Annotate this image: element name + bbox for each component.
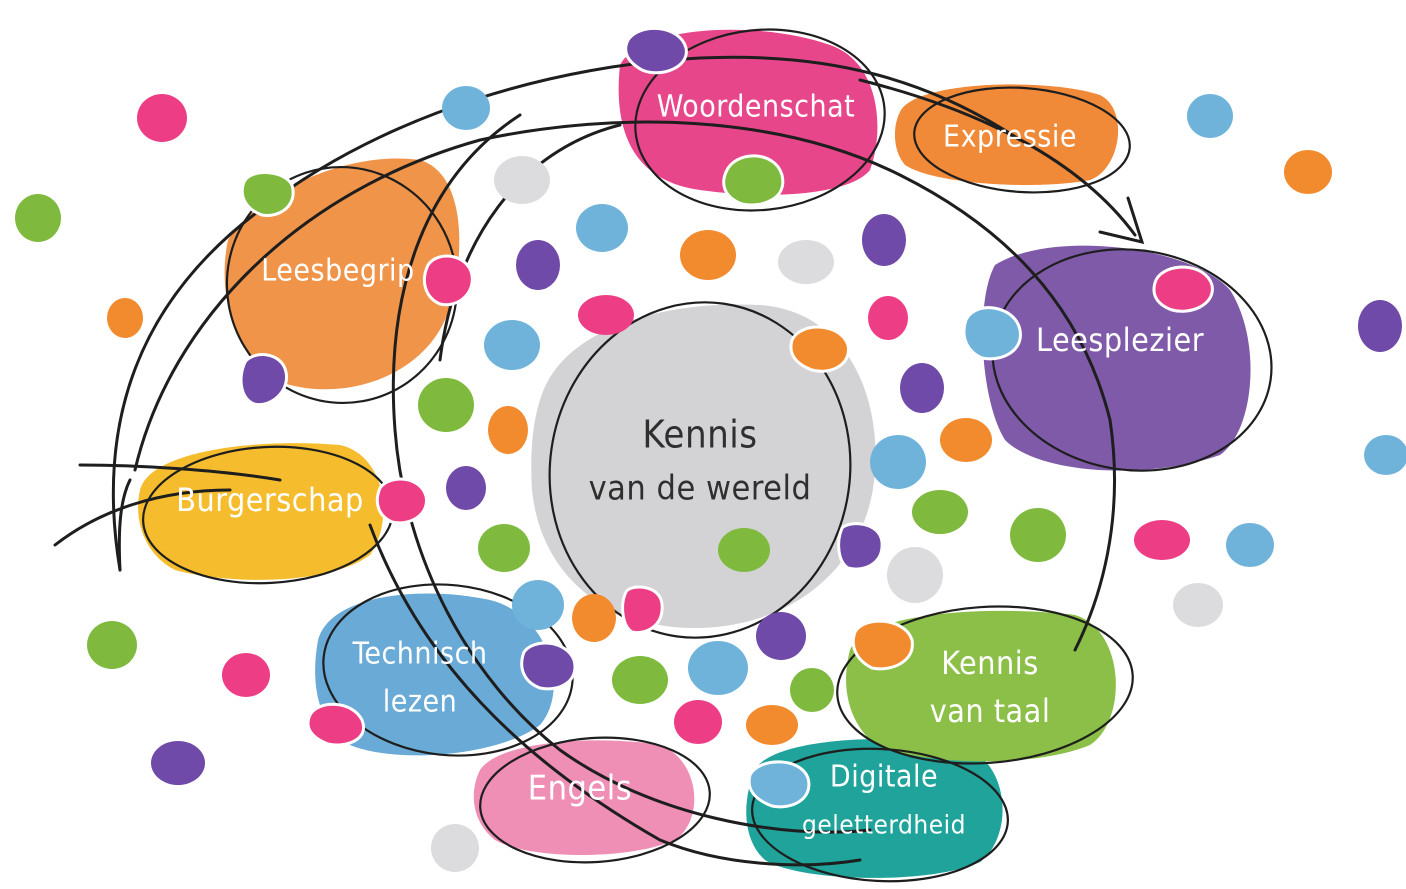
confetti-dot <box>418 378 474 432</box>
confetti-dot <box>151 741 205 785</box>
dot-pink-leesplezier <box>1152 265 1214 313</box>
confetti-dot <box>107 298 143 338</box>
confetti-dot <box>494 156 550 204</box>
confetti-dot <box>488 406 528 454</box>
confetti-dot <box>478 524 530 572</box>
confetti-dot <box>746 705 798 745</box>
spiral-mid <box>133 120 1116 652</box>
label-digitale: Digitale <box>830 760 938 795</box>
spiral-inner-2 <box>438 123 622 362</box>
confetti-dot <box>572 594 616 642</box>
confetti <box>15 86 1406 872</box>
confetti-dot <box>516 240 560 290</box>
spiral-lower <box>368 523 862 867</box>
dot-purple-technisch <box>520 641 577 691</box>
label-burgerschap: Burgerschap <box>176 481 364 519</box>
label-lezen: lezen <box>383 685 458 720</box>
tail-2 <box>53 488 232 547</box>
label-leesbegrip: Leesbegrip <box>261 254 414 289</box>
confetti-dot <box>940 418 992 462</box>
dot-orange-kennis-taal <box>851 619 914 671</box>
dot-pink-burgerschap <box>375 477 428 525</box>
confetti-dot <box>442 86 490 130</box>
confetti-dot <box>756 612 806 660</box>
confetti-dot <box>484 320 540 370</box>
blob-leesbegrip <box>224 158 460 390</box>
dot-purple-leesbegrip <box>239 353 288 407</box>
confetti-dot <box>1364 435 1406 475</box>
label-woordenschat: Woordenschat <box>657 90 856 125</box>
dot-purple-center <box>837 522 884 571</box>
blob-burgerschap <box>138 443 384 580</box>
blob-center <box>531 304 876 629</box>
confetti-dot <box>612 656 668 704</box>
label-engels: Engels <box>528 769 632 809</box>
tail-1 <box>78 463 282 482</box>
confetti-dot <box>15 194 61 242</box>
dot-pink-technisch <box>306 702 365 747</box>
confetti-dot <box>1010 508 1066 562</box>
label-kennis: Kennis <box>941 644 1039 682</box>
blob-woordenschat <box>618 29 878 195</box>
confetti-dot <box>870 435 926 489</box>
dot-blue-leesplezier <box>962 306 1022 361</box>
confetti-dot <box>1173 583 1223 627</box>
confetti-dot <box>790 668 834 712</box>
confetti-dot <box>512 580 564 630</box>
label-leesplezier: Leesplezier <box>1036 321 1204 359</box>
label-geletterdheid: geletterdheid <box>802 811 966 841</box>
confetti-dot <box>862 214 906 266</box>
dot-green-leesbegrip <box>240 171 295 217</box>
confetti-dot <box>1226 523 1274 567</box>
confetti-dot <box>578 295 634 335</box>
confetti-dot <box>688 641 748 695</box>
spiral-arrow-line <box>858 78 1137 237</box>
confetti-dot <box>900 363 944 413</box>
spiral-inner <box>391 113 872 834</box>
confetti-dot <box>137 94 187 142</box>
center-label-line2: van de wereld <box>589 469 812 509</box>
center-label-line1: Kennis <box>642 413 757 457</box>
label-van-taal: van taal <box>930 692 1051 730</box>
dot-blue-digitale <box>747 760 811 809</box>
confetti-dot <box>887 547 943 603</box>
connector-dots <box>239 26 1214 809</box>
dot-orange-center <box>789 325 850 373</box>
confetti-dot <box>446 466 486 510</box>
blob-digitale-geletterdheid <box>746 738 1003 878</box>
confetti-dot <box>1358 300 1402 352</box>
confetti-dot <box>431 824 479 872</box>
dot-pink-leesbegrip <box>423 254 474 307</box>
dot-pink-center-bottom <box>621 585 664 635</box>
confetti-dot <box>222 653 270 697</box>
confetti-dot <box>868 296 908 340</box>
confetti-dot <box>718 528 770 572</box>
dot-green-top <box>722 154 785 207</box>
confetti-dot <box>680 230 736 280</box>
confetti-dot <box>778 240 834 284</box>
labels: Kennis van de wereld Woordenschat Expres… <box>176 90 1204 841</box>
confetti-dot <box>1284 150 1332 194</box>
dot-purple-top <box>624 26 688 75</box>
confetti-dot <box>87 621 137 669</box>
label-expressie: Expressie <box>943 120 1077 155</box>
confetti-dot <box>1134 520 1190 560</box>
label-technisch: Technisch <box>351 637 487 672</box>
arrowhead <box>1098 196 1145 245</box>
confetti-dot <box>674 700 722 744</box>
confetti-dot <box>912 490 968 534</box>
tail-3 <box>117 478 132 572</box>
confetti-dot <box>1187 94 1233 138</box>
confetti-dot <box>576 204 628 252</box>
